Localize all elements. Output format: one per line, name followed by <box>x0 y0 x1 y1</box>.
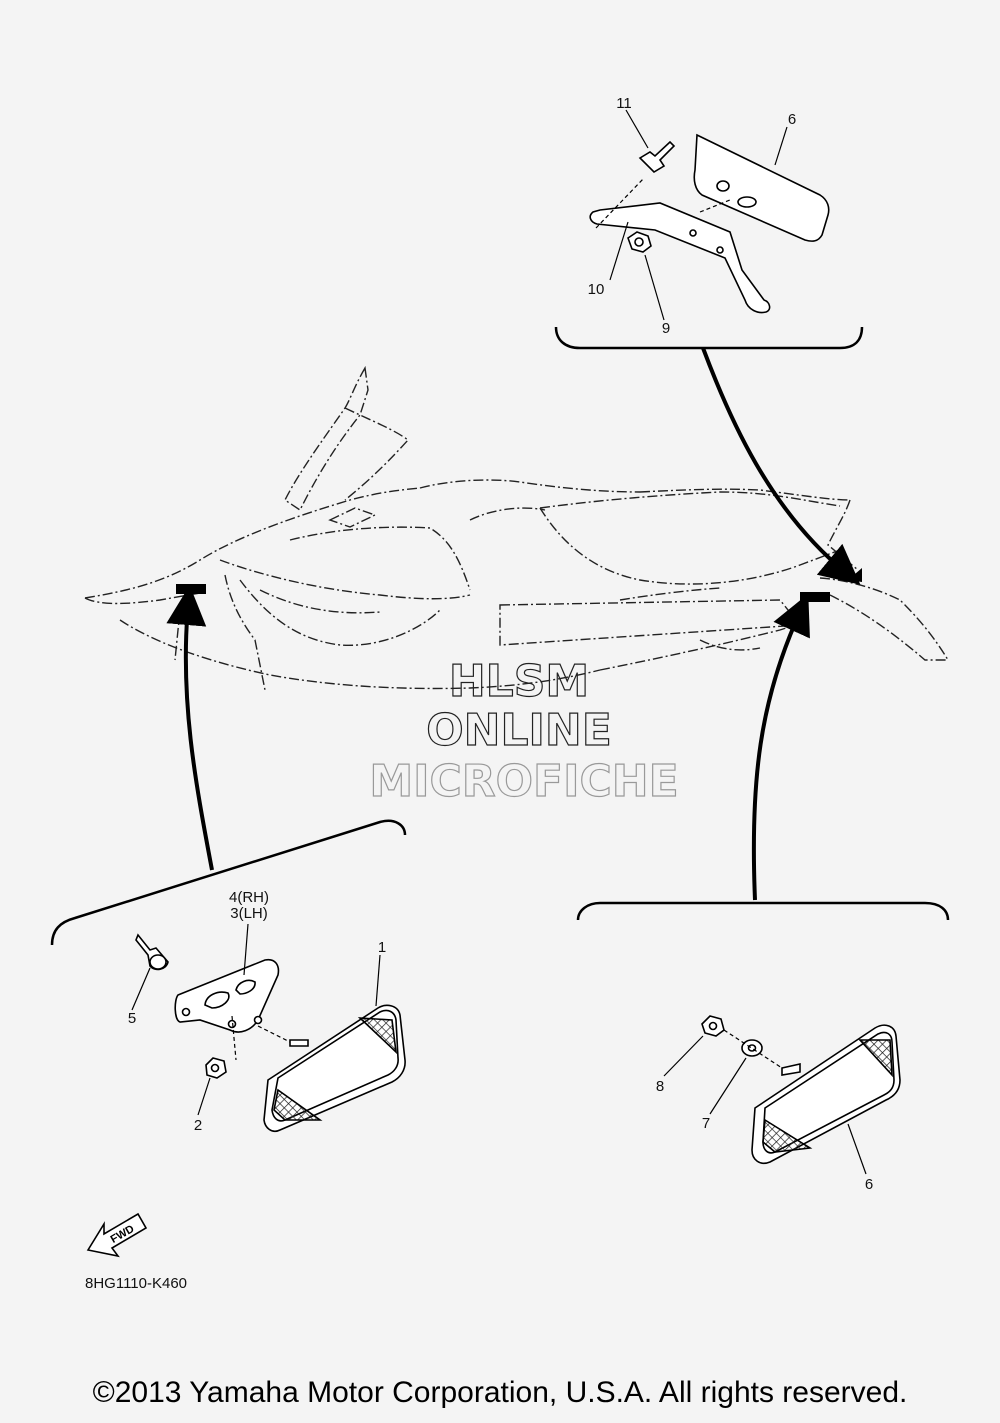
callout-2: 2 <box>194 1117 202 1134</box>
watermark-line2: ONLINE <box>426 705 612 756</box>
callout-5: 5 <box>128 1010 136 1027</box>
front-reflector-assembly <box>135 933 406 1133</box>
callout-4-rh: 4(RH) <box>229 889 269 906</box>
callout-labels: 11 6 10 9 4(RH) 3(LH) 1 5 2 8 7 6 <box>128 95 873 1193</box>
detail-frames <box>50 326 950 946</box>
callout-3-lh: 3(LH) <box>230 905 268 922</box>
diagram-code: 8HG1110-K460 <box>85 1275 187 1292</box>
leader-arrows <box>166 347 861 901</box>
callout-1: 1 <box>378 939 386 956</box>
callout-10: 10 <box>588 281 605 298</box>
copyright-notice: ©2013 Yamaha Motor Corporation, U.S.A. A… <box>92 1376 908 1409</box>
callout-9: 9 <box>662 320 670 337</box>
callout-6-bottom: 6 <box>865 1176 873 1193</box>
callout-6-top: 6 <box>788 111 796 128</box>
callout-8: 8 <box>656 1078 664 1095</box>
bottom-left-leader-lines <box>131 923 381 1116</box>
top-leader-lines <box>595 109 788 321</box>
bottom-right-leader-lines <box>663 1029 867 1175</box>
snowmobile-outline <box>84 365 949 691</box>
rear-bracket-location-mark <box>848 568 862 582</box>
front-reflector-location-mark <box>176 584 206 594</box>
watermark-line3: MICROFICHE <box>369 756 678 807</box>
rear-reflector-location-mark <box>800 592 830 602</box>
callout-7: 7 <box>702 1115 710 1132</box>
rear-bracket-assembly <box>589 133 830 314</box>
callout-11: 11 <box>616 95 632 112</box>
rear-reflector-assembly <box>701 1015 901 1165</box>
watermark-line1: HLSM <box>449 656 589 707</box>
fwd-arrow-icon: FWD <box>86 1212 148 1258</box>
watermark: HLSM ONLINE MICROFICHE <box>369 655 680 807</box>
